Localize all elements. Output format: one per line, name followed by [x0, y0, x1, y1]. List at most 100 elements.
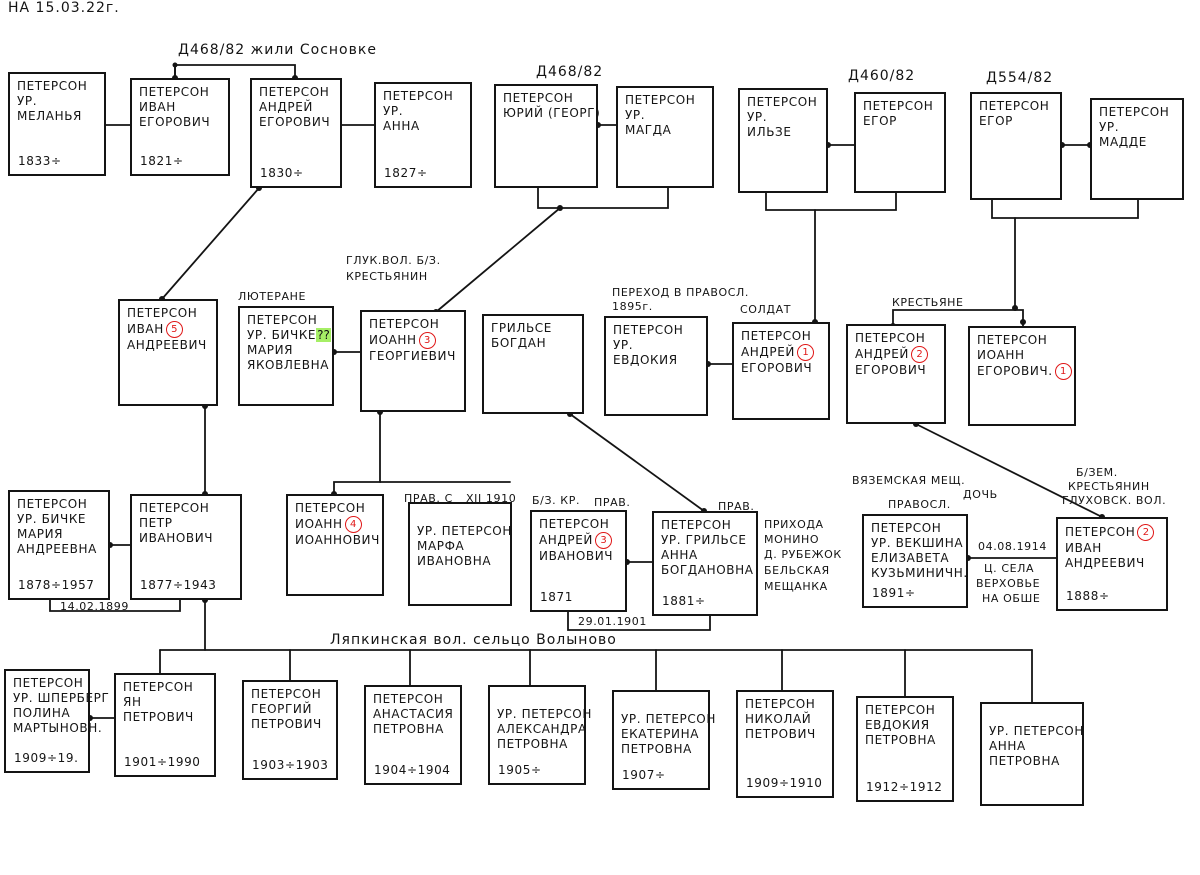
- person-line-text: ПЕТЕРСОН: [247, 313, 318, 327]
- person-line: МЕЛАНЬЯ: [17, 109, 98, 124]
- person-line-text: МАРФА: [417, 539, 465, 553]
- descent-line: [333, 411, 381, 495]
- person-line: АНДРЕЕВИЧ: [1065, 556, 1160, 571]
- person-line-text: ЕГОРОВИЧ: [259, 115, 331, 129]
- note-prihoda: ПРИХОДА: [764, 518, 824, 531]
- person-line-text: ГЕОРГИЙ: [251, 702, 313, 716]
- person-line: ПЕТЕРСОН: [251, 687, 330, 702]
- descent-line: [161, 187, 260, 300]
- person-line: УР.: [383, 104, 464, 119]
- person-line: ПЕТЕРСОН: [123, 680, 208, 695]
- person-line: ПЕТЕРСОН: [369, 317, 458, 332]
- person-line: АЛЕКСАНДРА: [497, 722, 586, 737]
- person-line: ПЕТЕРСОН: [139, 501, 234, 516]
- note-meshchanka: МЕЩАНКА: [764, 580, 828, 593]
- person-line: ЯКОВЛЕВНА: [247, 358, 328, 373]
- person-line-text: АННА: [383, 119, 420, 133]
- person-line: ГЕОРГИЕВИЧ: [369, 349, 458, 364]
- person-years: 1827÷: [384, 166, 428, 180]
- person-line-text: УР. ПЕТЕРСОН: [621, 712, 716, 726]
- note-vyazemskaya: ВЯЗЕМСКАЯ МЕЩ.: [852, 474, 966, 487]
- parents-bracket: [537, 187, 669, 209]
- person-line: ПЕТЕРСОН: [863, 99, 938, 114]
- person-line-text: МЕЛАНЬЯ: [17, 109, 82, 123]
- person-line: АННА: [661, 548, 750, 563]
- note-gluk-vol: ГЛУК.ВОЛ. Б/З.: [346, 254, 441, 267]
- sibling-bracket: [892, 309, 1024, 327]
- person-years: 1905÷: [498, 763, 542, 777]
- person-line: ЕГОРОВИЧ: [139, 115, 222, 130]
- person-line-text: АНДРЕЙ: [539, 533, 594, 547]
- marriage-bracket: [49, 599, 181, 612]
- note-bz-kr: Б/З. КР.: [532, 494, 581, 507]
- person-line: УР. БИЧКЕ: [17, 512, 102, 527]
- person-line: МАРИЯ: [17, 527, 102, 542]
- person-line: ПЕТЕРСОН: [17, 497, 102, 512]
- note-d460: Д460/82: [848, 68, 916, 84]
- person-line-text: УР.: [17, 94, 38, 108]
- note-d468-sosnovka: Д468/82 жили Сосновке: [178, 42, 377, 58]
- person-line: ЕКАТЕРИНА: [621, 727, 702, 742]
- person-line: ПЕТРОВНА: [865, 733, 946, 748]
- person-line-text: ЕВДОКИЯ: [865, 718, 930, 732]
- person-line-text: УР. ШПЕРБЕРГ: [13, 691, 110, 705]
- person-line-text: ИОАННОВИЧ: [295, 533, 380, 547]
- note-rubezhok: Д. РУБЕЖОК: [764, 548, 842, 561]
- person-line-text: ПЕТЕРСОН: [747, 95, 818, 109]
- person-line: ИВАН: [139, 100, 222, 115]
- person-line: ЕВДОКИЯ: [613, 353, 700, 368]
- person-line: ПЕТЕРСОН: [865, 703, 946, 718]
- person-line-text: ПЕТРОВИЧ: [123, 710, 194, 724]
- person-line: ЕГОРОВИЧ: [259, 115, 334, 130]
- parents-bracket: [765, 192, 897, 211]
- person-line-text: ПЕТЕРСОН: [127, 306, 198, 320]
- number-mark-icon: 2: [1137, 524, 1155, 541]
- note-bzem-krestyanin: КРЕСТЬЯНИН: [1068, 480, 1150, 493]
- person-line-text: УР. ПЕТЕРСОН: [497, 707, 592, 721]
- person-line: ЕЛИЗАВЕТА: [871, 551, 960, 566]
- person-line: ЮРИЙ (ГЕОРГ): [503, 106, 600, 121]
- person-line-text: ИВАНОВИЧ: [139, 531, 214, 545]
- person-line-text: [989, 709, 993, 723]
- note-lyapkinskaya: Ляпкинская вол. сельцо Волыново: [330, 632, 617, 648]
- person-line: ПЕТЕРСОН: [13, 676, 83, 691]
- person-line: ИВАНОВИЧ: [139, 531, 234, 546]
- person-line: УР. ПЕТЕРСОН: [989, 724, 1083, 739]
- person-line: ПЕТЕРСОН: [17, 79, 98, 94]
- person-line: ПЕТРОВНА: [989, 754, 1076, 769]
- person-line: ПЕТЕРСОН: [871, 521, 960, 536]
- person-line-text: ИОАНН: [295, 517, 343, 531]
- person-line: ИВАН: [1065, 541, 1160, 556]
- header-date: НА 15.03.22г.: [8, 0, 120, 16]
- note-gluhovsk: ГЛУХОВСК. ВОЛ.: [1062, 494, 1167, 507]
- person-line-text: ИВАНОВНА: [417, 554, 492, 568]
- note-bzem: Б/ЗЕМ.: [1076, 466, 1118, 479]
- person-line: ЕГОРОВИЧ: [855, 363, 938, 378]
- person-line: ПЕТЕРСОН: [383, 89, 464, 104]
- person-line: ПЕТЕРСОН: [139, 85, 222, 100]
- person-line-text: АНДРЕЙ: [741, 345, 796, 359]
- person-years: 1888÷: [1066, 589, 1110, 603]
- person-line: ПЕТРОВИЧ: [745, 727, 826, 742]
- marriage-date-1914: 04.08.1914: [978, 540, 1047, 553]
- person-line-text: МАРТЫНОВН.: [13, 721, 103, 735]
- person-line: ПЕТРОВНА: [621, 742, 702, 757]
- number-mark-icon: 1: [1054, 363, 1072, 380]
- question-highlight: ??: [316, 328, 331, 342]
- person-line: УР. ПЕТЕРСОН: [497, 707, 591, 722]
- person-line: ПЕТРОВНА: [373, 722, 454, 737]
- person-line-text: ИВАН: [1065, 541, 1102, 555]
